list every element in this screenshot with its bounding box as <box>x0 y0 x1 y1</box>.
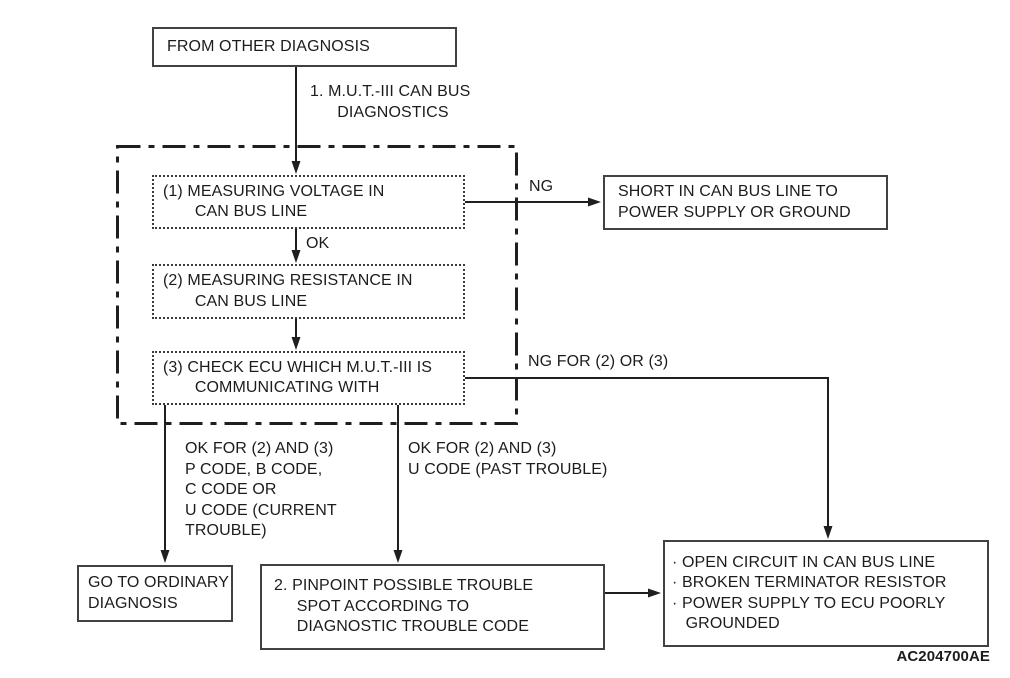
node-from-other-diagnosis: FROM OTHER DIAGNOSIS <box>152 27 457 67</box>
node-open-circuit-causes-text: · OPEN CIRCUIT IN CAN BUS LINE · BROKEN … <box>672 553 947 633</box>
node-step3-check-ecu: (3) CHECK ECU WHICH M.U.T.-III IS COMMUN… <box>152 351 465 405</box>
node-open-circuit-causes: · OPEN CIRCUIT IN CAN BUS LINE · BROKEN … <box>663 540 989 647</box>
node-step1-text: (1) MEASURING VOLTAGE IN CAN BUS LINE <box>163 182 385 221</box>
edge-label-ok: OK <box>306 235 330 252</box>
edge-label-ng-for-2-or-3: NG FOR (2) OR (3) <box>528 353 669 370</box>
node-short-in-can-bus: SHORT IN CAN BUS LINE TO POWER SUPPLY OR… <box>603 175 888 230</box>
node-step2-text: (2) MEASURING RESISTANCE IN CAN BUS LINE <box>163 272 413 310</box>
edge-label-ng: NG <box>529 178 554 195</box>
node-from-other-diagnosis-text: FROM OTHER DIAGNOSIS <box>167 37 370 55</box>
node-short-in-can-bus-text: SHORT IN CAN BUS LINE TO POWER SUPPLY OR… <box>618 183 851 221</box>
node-pinpoint-trouble-spot-text: 2. PINPOINT POSSIBLE TROUBLE SPOT ACCORD… <box>274 577 534 636</box>
node-go-to-ordinary-diagnosis-text: GO TO ORDINARY DIAGNOSIS <box>88 574 229 612</box>
node-pinpoint-trouble-spot: 2. PINPOINT POSSIBLE TROUBLE SPOT ACCORD… <box>260 564 605 650</box>
node-go-to-ordinary-diagnosis: GO TO ORDINARY DIAGNOSIS <box>77 565 233 622</box>
node-step2-measure-resistance: (2) MEASURING RESISTANCE IN CAN BUS LINE <box>152 264 465 319</box>
edge-label-ok-current-trouble: OK FOR (2) AND (3) P CODE, B CODE, C COD… <box>185 440 337 539</box>
arrow-step3-to-open <box>465 377 833 539</box>
node-step1-measure-voltage: (1) MEASURING VOLTAGE IN CAN BUS LINE <box>152 175 465 229</box>
edge-label-ok-past-trouble: OK FOR (2) AND (3) U CODE (PAST TROUBLE) <box>408 440 608 478</box>
figure-code: AC204700AE <box>896 648 990 665</box>
edge-label-mut3-can-bus-diagnostics: 1. M.U.T.-III CAN BUS DIAGNOSTICS <box>310 83 471 121</box>
dash-dot-group-frame <box>116 145 518 425</box>
node-step3-text: (3) CHECK ECU WHICH M.U.T.-III IS COMMUN… <box>163 358 433 397</box>
